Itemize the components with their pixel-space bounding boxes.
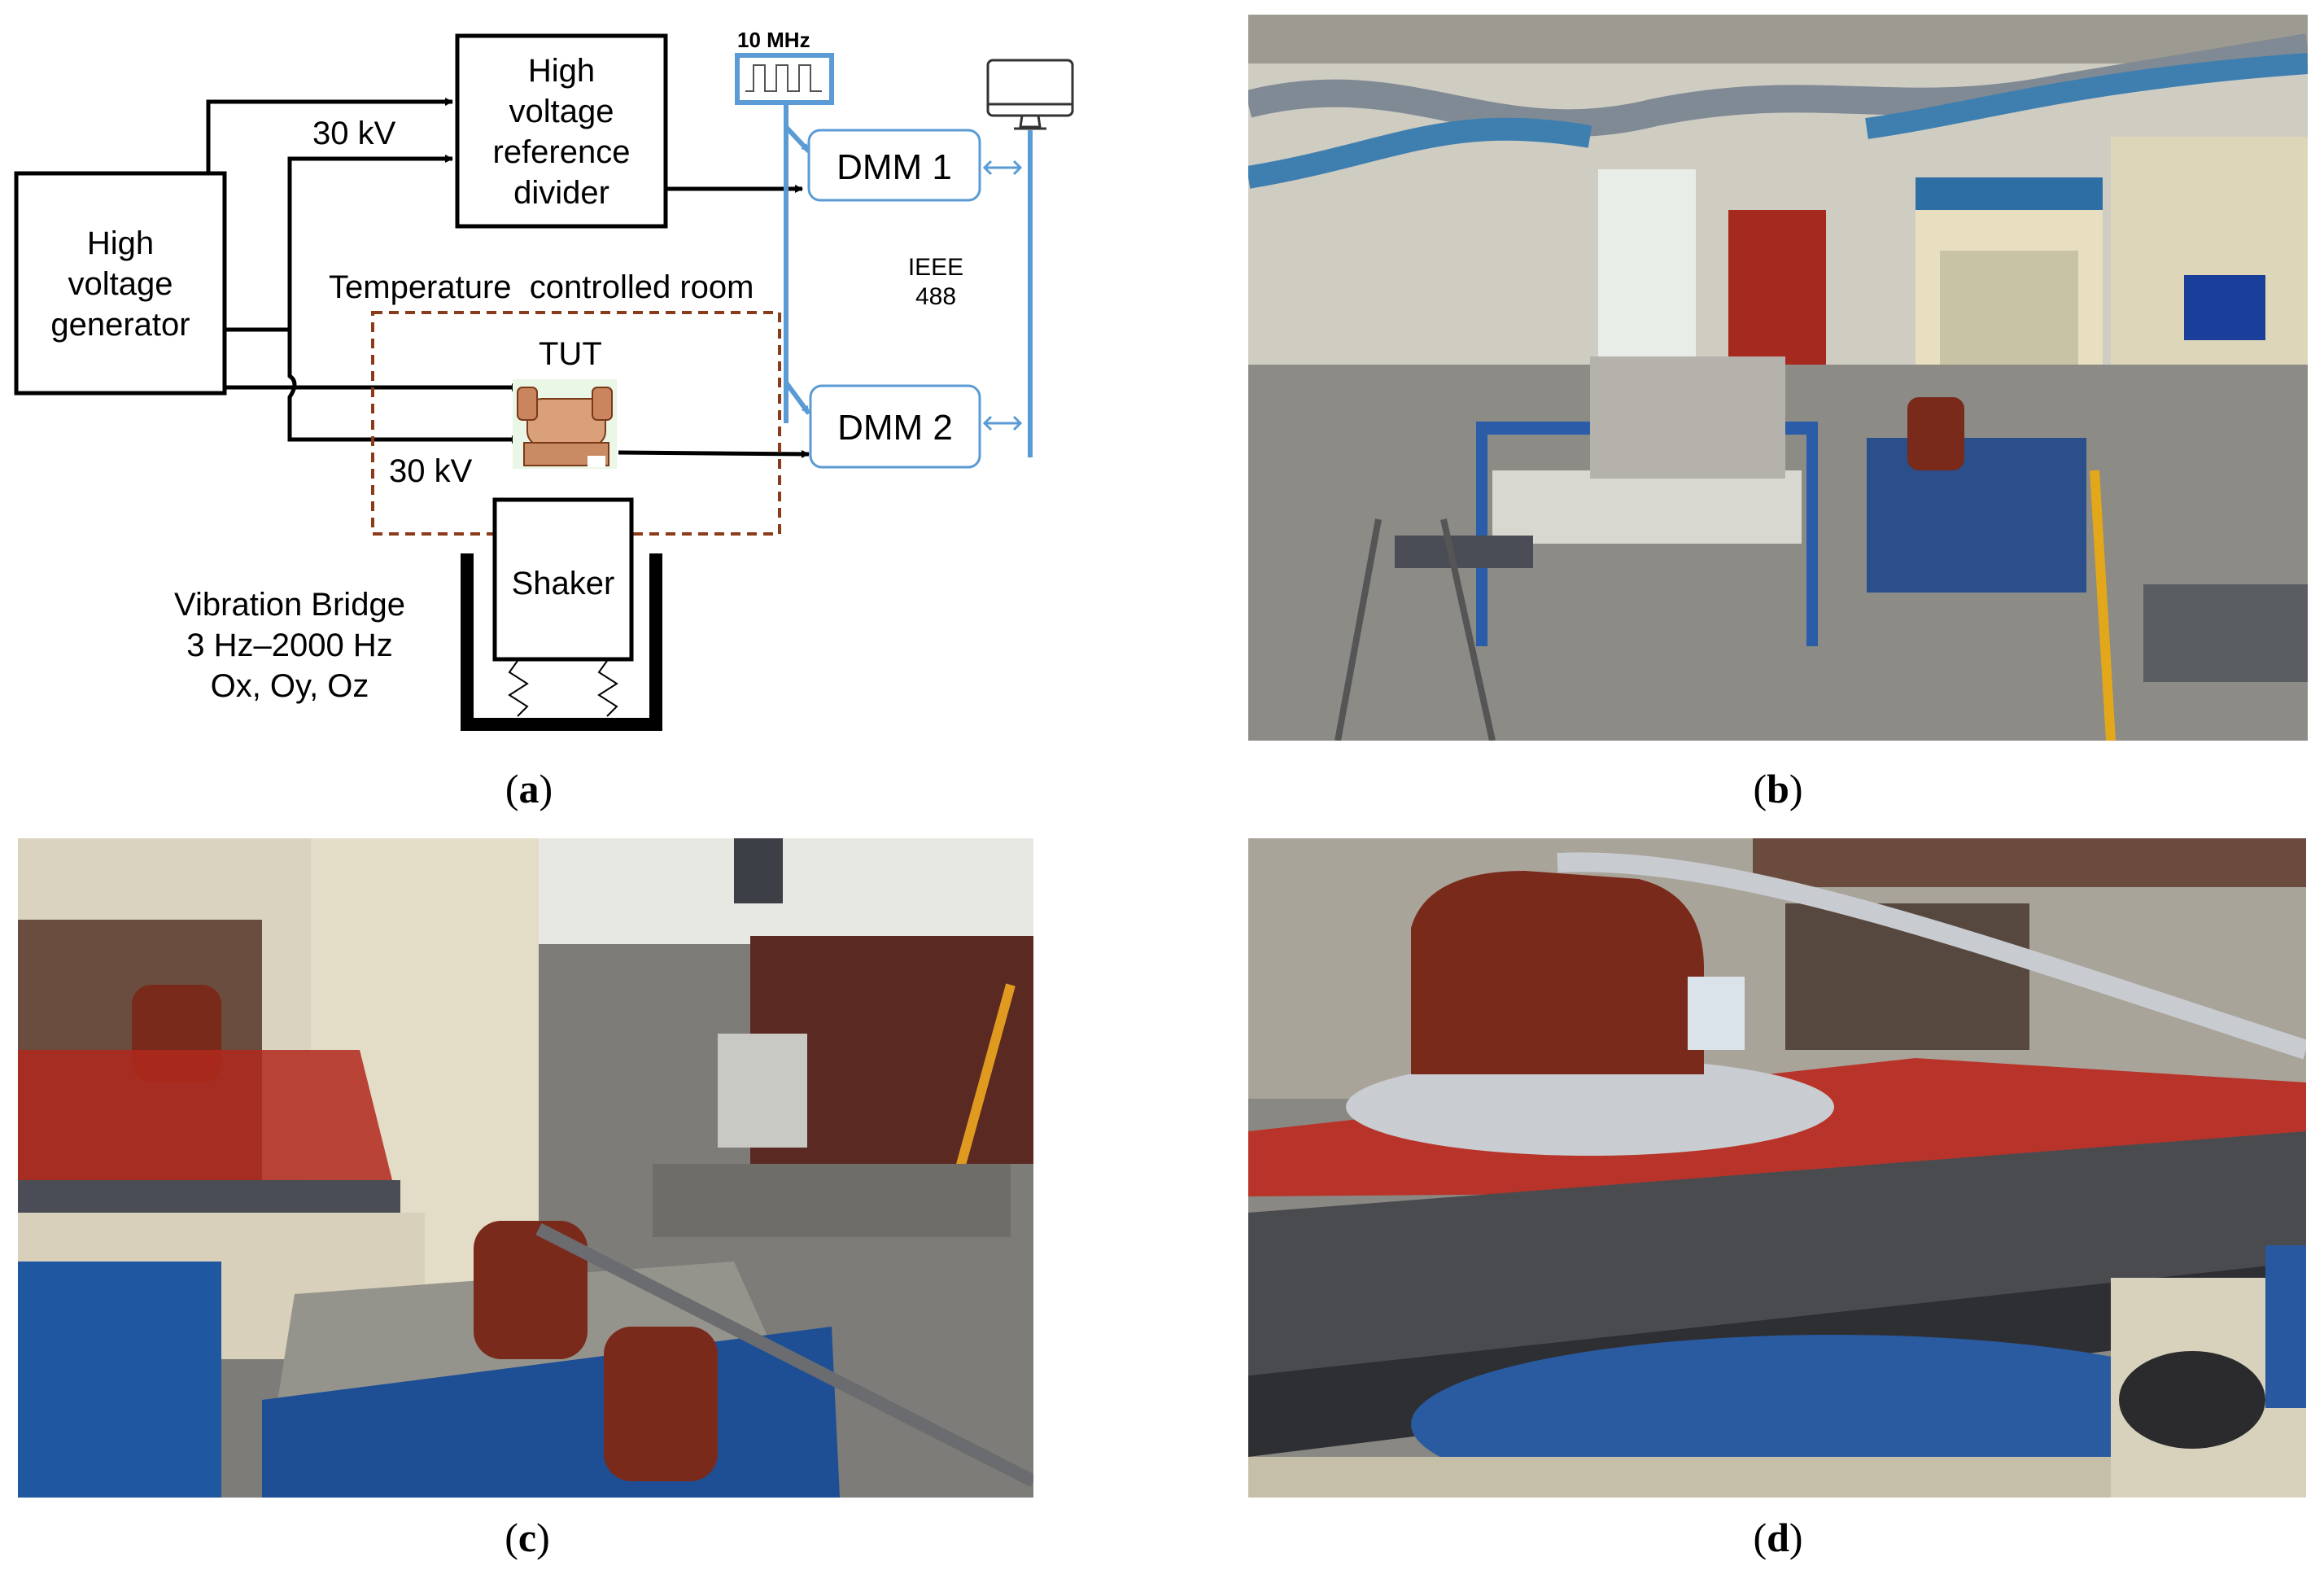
- computer-icon: [986, 59, 1074, 130]
- kv-label-bottom: 30 kV: [389, 453, 473, 489]
- bus-link-dmm1-icon: [982, 160, 1023, 176]
- photo-lab-overview: [1248, 15, 2308, 741]
- generator-label-line2: voltage: [68, 266, 173, 302]
- dmm1-label: DMM 1: [837, 147, 952, 187]
- dmm2-block: DMM 2: [809, 384, 981, 469]
- vibration-label-line3: Ox, Oy, Oz: [211, 668, 369, 704]
- clock-waveform-icon: [735, 53, 834, 105]
- caption-a: (a): [505, 766, 553, 811]
- shaker-block: Shaker: [461, 497, 662, 731]
- clock-distribution: [784, 103, 811, 423]
- divider-label-line1: High: [528, 53, 595, 89]
- shaker-label: Shaker: [512, 566, 615, 601]
- bus-label-line1: IEEE: [908, 254, 963, 281]
- bus-label-line2: 488: [915, 283, 956, 310]
- divider-label-line3: reference: [493, 134, 631, 170]
- dmm1-block: DMM 1: [807, 129, 981, 202]
- caption-b: (b): [1753, 766, 1803, 811]
- photo-transformer-closeup: [1248, 838, 2306, 1498]
- caption-c: (c): [505, 1515, 550, 1560]
- divider-block: High voltage reference divider: [455, 33, 668, 229]
- vibration-label-line1: Vibration Bridge: [174, 587, 405, 623]
- bus-link-dmm2-icon: [982, 415, 1023, 431]
- divider-label-line4: divider: [513, 175, 609, 211]
- generator-label-line3: generator: [50, 307, 190, 343]
- block-diagram: High voltage generator High voltage refe…: [14, 28, 1074, 731]
- generator-block: High voltage generator: [14, 171, 227, 396]
- temperature-room-label: Temperature controlled room: [329, 269, 754, 305]
- tut-label: TUT: [539, 336, 602, 372]
- clock-label: 10 MHz: [737, 28, 810, 52]
- photo-transformer-on-shaker: [18, 838, 1033, 1498]
- dmm2-label: DMM 2: [837, 408, 953, 448]
- kv-label-top: 30 kV: [312, 116, 396, 151]
- generator-label-line1: High: [87, 225, 154, 261]
- caption-d: (d): [1753, 1515, 1803, 1560]
- vibration-label-line2: 3 Hz–2000 Hz: [186, 628, 392, 663]
- tut-transformer-icon: [513, 379, 617, 469]
- divider-label-line2: voltage: [509, 94, 614, 129]
